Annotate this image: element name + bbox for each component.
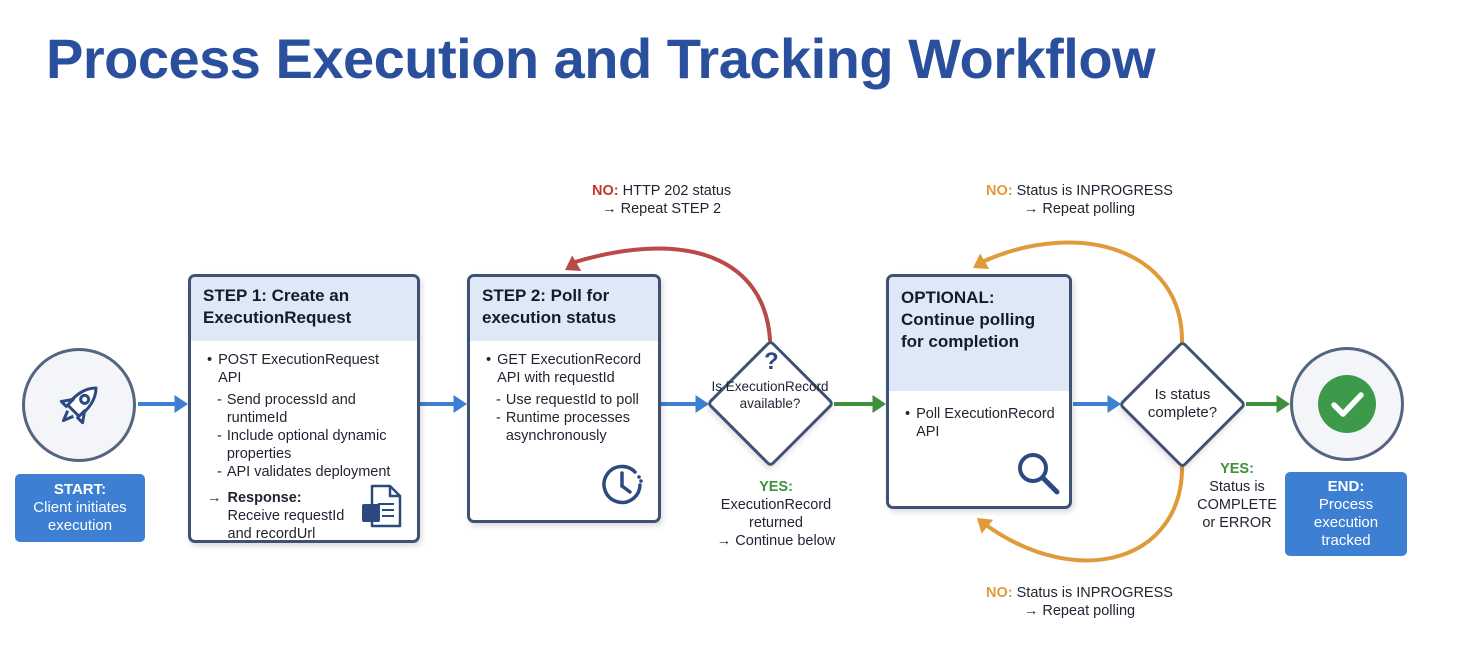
start-node — [22, 348, 136, 462]
decision2-top-no-text: Status is INPROGRESS — [1016, 183, 1173, 199]
decision2-top-no-note: NO: Status is INPROGRESS → Repeat pollin… — [986, 182, 1173, 218]
end-label-text: Process execution tracked — [1313, 496, 1379, 549]
decision2-bottom-no-text: Status is INPROGRESS — [1016, 585, 1173, 601]
decision1-label: Is ExecutionRecord available? — [711, 379, 829, 411]
loop-decision2-bottom-head — [977, 518, 994, 534]
step2-sub-2: Runtime processes asynchronously — [505, 410, 630, 444]
step1-sub-2: Include optional dynamic properties — [226, 428, 387, 462]
step1-sub-1: Send processId and runtimeId — [226, 392, 356, 426]
loop-decision2-top — [980, 240, 1185, 347]
rocket-icon — [59, 386, 98, 425]
decision2-bottom-no-tag: NO: — [986, 585, 1013, 601]
arrow-step2-to-decision1-head — [695, 395, 709, 413]
decision2-yes-line-3: or ERROR — [1202, 515, 1272, 531]
decision1-yes-line-3: → Continue below — [716, 533, 836, 549]
magnifier-icon — [1018, 453, 1060, 495]
step2-title: STEP 2: Poll for execution status — [470, 277, 658, 341]
step2-sub-1: Use requestId to poll — [505, 392, 639, 408]
decision2-top-no-sub: → Repeat polling — [1023, 201, 1136, 217]
start-label: START: Client initiates execution — [15, 474, 145, 542]
decision1-no-text: HTTP 202 status — [622, 183, 732, 199]
decision2-yes-line-1: Status is — [1209, 479, 1265, 495]
checkmark-icon — [1318, 375, 1376, 433]
start-label-bold: START: — [53, 481, 107, 498]
page-title: Process Execution and Tracking Workflow — [46, 27, 1156, 90]
step1-sub-3: API validates deployment — [226, 464, 391, 480]
question-icon: ? — [764, 348, 779, 375]
decision2-bottom-no-sub: → Repeat polling — [1023, 603, 1136, 619]
end-node — [1290, 347, 1404, 461]
start-label-text: Client initiates execution — [33, 499, 127, 534]
decision2-top-no-tag: NO: — [986, 183, 1013, 199]
optional-bullet: Poll ExecutionRecord API — [916, 406, 1055, 440]
decision1-yes-line-1: ExecutionRecord — [720, 497, 832, 513]
document-icon — [362, 484, 402, 528]
step1-title: STEP 1: Create an ExecutionRequest — [191, 277, 417, 341]
decision1-no-tag: NO: — [592, 183, 619, 199]
loop-decision1-retry — [573, 246, 772, 342]
decision1-no-sub: → Repeat STEP 2 — [602, 201, 722, 217]
decision2-yes-tag: YES: — [1220, 461, 1254, 477]
step1-response-label: Response: — [227, 490, 302, 506]
arrow-step1-to-step2-head — [453, 395, 467, 413]
decision1-yes-note: YES: ExecutionRecord returned → Continue… — [706, 478, 846, 550]
decision2-yes-line-2: COMPLETE — [1197, 497, 1277, 513]
decision1-no-note: NO: HTTP 202 status → Repeat STEP 2 — [592, 182, 731, 218]
step2-bullet: GET ExecutionRecord API with requestId — [497, 352, 642, 386]
decision1-yes-line-2: returned — [748, 515, 803, 531]
decision2-yes-note: YES: Status is COMPLETE or ERROR — [1187, 460, 1287, 532]
arrow-decision1-to-optional-head — [872, 395, 886, 413]
loop-decision1-retry-head — [565, 255, 582, 272]
end-label: END: Process execution tracked — [1285, 472, 1407, 556]
arrow-start-to-step1-head — [174, 395, 188, 413]
loop-decision2-top-head — [973, 253, 990, 270]
arrow-decision2-to-end-head — [1276, 395, 1290, 413]
decision1-yes-tag: YES: — [759, 479, 793, 495]
decision2-label: Is status complete? — [1147, 386, 1218, 421]
end-label-bold: END: — [1327, 478, 1365, 495]
clock-icon — [602, 464, 643, 505]
step1-response-text: Receive requestId and recordUrl — [227, 508, 345, 542]
step1-bullet: POST ExecutionRequest API — [218, 352, 380, 386]
loop-decision2-bottom — [984, 461, 1185, 563]
optional-title: OPTIONAL: Continue polling for completio… — [889, 277, 1069, 391]
step2-card: STEP 2: Poll for execution status •GET E… — [467, 274, 661, 523]
decision2-bottom-no-note: NO: Status is INPROGRESS → Repeat pollin… — [986, 584, 1173, 620]
arrow-optional-to-decision2-head — [1107, 395, 1121, 413]
